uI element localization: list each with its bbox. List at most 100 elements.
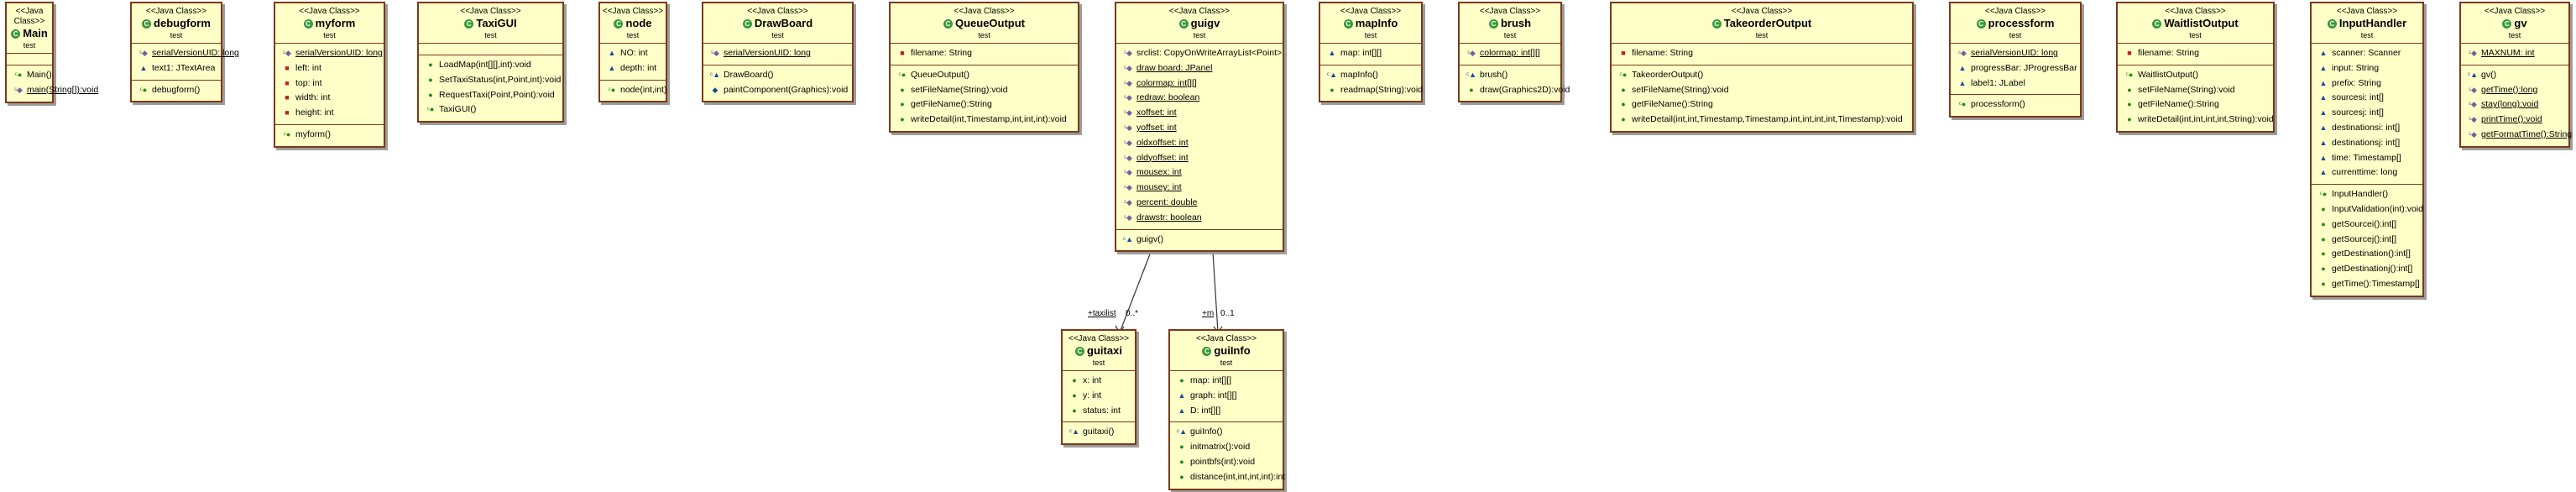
methods-section: ᶜ● myform(): [275, 125, 384, 146]
method-text: myform(): [295, 128, 331, 139]
attribute-row: ▲destinationsj: int[]: [2317, 136, 2417, 151]
method-row: ● getFileName():String: [2123, 97, 2268, 113]
method-text: gv(): [2481, 69, 2497, 80]
method-row: ᶜ●QueueOutput(): [896, 68, 1073, 83]
attributes-section: ˢ◆serialVersionUID: long▲progressBar: JP…: [1951, 44, 2080, 96]
attribute-text: xoffset: int: [1136, 107, 1177, 118]
method-row: ᶜ●node(int,int): [605, 83, 667, 98]
method-row: ●getDestinationj():int[]: [2317, 262, 2417, 277]
attributes-section: ■filename: String: [1612, 44, 1912, 65]
class-icon: C: [1178, 19, 1189, 29]
attribute-text: mousey: int: [1136, 182, 1182, 193]
role-taxilist: +taxilist: [1088, 309, 1116, 318]
attribute-row: ˢ◆serialVersionUID: long: [280, 46, 383, 61]
method-text: setFileName(String):void: [911, 84, 1008, 95]
stereotype-label: <<Java Class>>: [13, 7, 45, 26]
methods-section: ᶜ●debugform(): [132, 81, 221, 102]
method-text: getFileName():String: [2138, 99, 2219, 110]
attribute-row: ˢ◆mousey: int: [1121, 181, 1278, 196]
attribute-text: progressBar: JProgressBar: [1971, 62, 2077, 73]
method-row: ●readmap(String):void: [1325, 83, 1423, 98]
method-text: Main(): [27, 70, 52, 80]
attribute-row: ▲graph: int[][]: [1175, 389, 1278, 404]
package-label: test: [978, 31, 990, 39]
attribute-text: serialVersionUID: long: [724, 48, 811, 58]
package-label: test: [626, 31, 640, 39]
attributes-section: ˢ◆serialVersionUID: long▲text1: JTextAre…: [132, 44, 239, 81]
visibility-icon: ▲: [1178, 406, 1186, 415]
method-text: setFileName(String):void: [1632, 84, 1729, 95]
method-text: getSourcej():int[]: [2332, 233, 2397, 244]
method-text: printTime():void: [2481, 114, 2542, 125]
method-row: ᶜ▲guiInfo(): [1175, 425, 1278, 440]
methods-section: ᶜ▲guitaxi(): [1063, 422, 1135, 443]
attribute-row: ■width: int: [280, 91, 379, 106]
visibility-icon: ˢ◆: [2469, 115, 2477, 124]
method-row: ᶜ▲DrawBoard(): [708, 68, 847, 83]
attribute-text: graph: int[][]: [1190, 390, 1237, 400]
attribute-row: ˢ◆yoffset: int: [1121, 121, 1278, 136]
attribute-text: text1: JTextArea: [152, 62, 216, 73]
attribute-text: srclist: CopyOnWriteArrayList<Point>: [1136, 48, 1283, 58]
visibility-icon: ▲: [2319, 123, 2328, 132]
class-name-text: node: [625, 17, 652, 29]
methods-section: ᶜ●InputHandler()●InputValidation(int):vo…: [2312, 185, 2423, 296]
visibility-icon: ˢ◆: [1124, 138, 1132, 147]
visibility-icon: ●: [2127, 115, 2132, 124]
attribute-text: width: int: [295, 92, 331, 103]
visibility-icon: ●: [2127, 100, 2132, 109]
method-row: ●getSourcei():int[]: [2317, 217, 2417, 233]
attribute-text: filename: String: [911, 48, 972, 58]
methods-section: ᶜ●node(int,int): [600, 81, 667, 102]
method-row: ●pointbfs(int):void: [1175, 455, 1278, 470]
class-icon: C: [742, 19, 752, 29]
attribute-text: filename: String: [1632, 48, 1693, 58]
method-text: paintComponent(Graphics):void: [724, 84, 849, 95]
class-name-text: Main: [23, 27, 48, 39]
visibility-icon: ●: [1072, 376, 1077, 385]
attributes-section: ▲map: int[][]: [1320, 44, 1421, 65]
visibility-icon: ▲: [2319, 153, 2328, 162]
attribute-text: colormap: int[][]: [1480, 48, 1540, 58]
package-label: test: [2009, 31, 2022, 39]
package-label: test: [1092, 359, 1105, 367]
visibility-icon: ▲: [2319, 63, 2328, 72]
visibility-icon: ˢ◆: [1467, 49, 1476, 57]
visibility-icon: ●: [1469, 85, 1474, 94]
package-label: test: [1755, 31, 1769, 39]
visibility-icon: ●: [1621, 115, 1626, 124]
method-row: ᶜ▲brush(): [1465, 68, 1555, 83]
class-icon: C: [2152, 19, 2162, 29]
visibility-icon: ●: [2321, 219, 2326, 228]
method-text: debugform(): [152, 84, 201, 95]
visibility-icon: ▲: [2319, 168, 2328, 177]
stereotype-label: <<Java Class>>: [2165, 7, 2226, 16]
attributes-section: ˢ◆ srclist: CopyOnWriteArrayList<Point> ˢ◆…: [1116, 44, 1283, 230]
class-name-text: brush: [1500, 17, 1532, 29]
visibility-icon: ˢ◆: [1124, 123, 1132, 132]
stereotype-label: <<Java Class>>: [145, 7, 207, 16]
visibility-icon: ᶜ●: [283, 129, 291, 139]
method-row: ●RequestTaxi(Point,Point):void: [424, 88, 557, 103]
